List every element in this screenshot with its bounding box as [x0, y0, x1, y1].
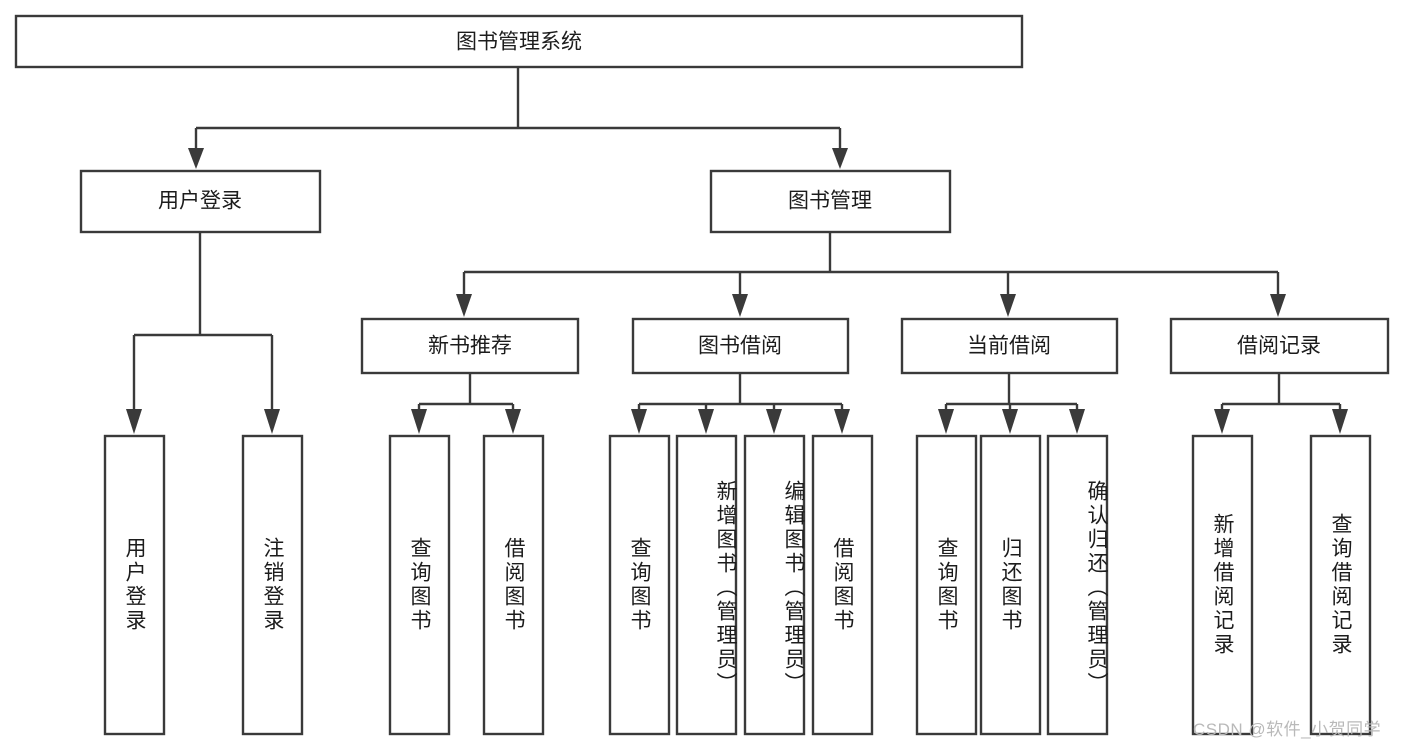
node-current-borrow-label: 当前借阅 [967, 335, 1051, 358]
leaf-box-recommend-query-book[interactable] [388, 434, 451, 736]
node-new-book-recommend-label: 新书推荐 [428, 335, 512, 358]
leaf-box-record-query[interactable] [1309, 434, 1372, 736]
leaf-box-borrow-edit-book[interactable] [743, 434, 806, 736]
node-root[interactable]: 图书管理系统 [14, 14, 1024, 69]
leaf-box-current-query-book[interactable] [915, 434, 978, 736]
leaf-box-current-return-book[interactable] [979, 434, 1042, 736]
node-book-management[interactable]: 图书管理 [709, 169, 952, 234]
connector-borrowrecord-to-leaves [1214, 374, 1348, 434]
connector-root-to-level2 [188, 68, 848, 169]
node-user-login-label: 用户登录 [158, 190, 242, 213]
leaf-box-user-login[interactable] [103, 434, 166, 736]
node-new-book-recommend[interactable]: 新书推荐 [360, 317, 580, 375]
leaf-box-borrow-query-book[interactable] [608, 434, 671, 736]
node-book-borrow[interactable]: 图书借阅 [631, 317, 850, 375]
node-book-management-label: 图书管理 [788, 190, 872, 213]
connector-bookborrow-to-leaves [631, 374, 850, 434]
connector-newbook-to-leaves [411, 374, 521, 434]
connector-currentborrow-to-leaves [938, 374, 1085, 434]
node-borrow-record-label: 借阅记录 [1237, 335, 1321, 358]
leaf-box-current-confirm-return[interactable] [1046, 434, 1109, 736]
node-book-borrow-label: 图书借阅 [698, 335, 782, 358]
leaf-box-record-add[interactable] [1191, 434, 1254, 736]
leaf-box-recommend-borrow-book[interactable] [482, 434, 545, 736]
leaf-box-borrow-borrow-book[interactable] [811, 434, 874, 736]
leaf-box-user-logout[interactable] [241, 434, 304, 736]
leaf-box-borrow-add-book[interactable] [675, 434, 738, 736]
node-borrow-record[interactable]: 借阅记录 [1169, 317, 1390, 375]
connector-bookmgmt-to-level3 [456, 233, 1286, 317]
node-root-label: 图书管理系统 [456, 31, 582, 54]
connector-userlogin-to-leaves [126, 233, 280, 434]
node-current-borrow[interactable]: 当前借阅 [900, 317, 1119, 375]
node-user-login[interactable]: 用户登录 [79, 169, 322, 234]
csdn-watermark: CSDN @软件_小贺同学 [1193, 720, 1382, 739]
